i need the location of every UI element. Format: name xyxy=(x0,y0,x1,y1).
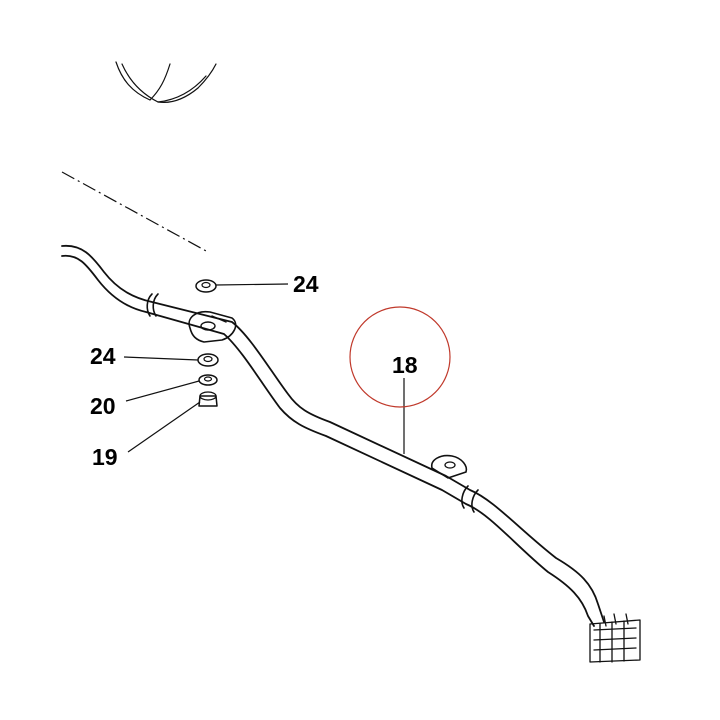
callout-24-left: 24 xyxy=(90,343,116,369)
leader-lines xyxy=(123,283,405,454)
washer-24-top xyxy=(195,279,217,293)
adjacent-part-outline xyxy=(115,61,217,103)
harness-connector xyxy=(589,613,641,663)
callout-24-top: 24 xyxy=(293,271,319,297)
callout-20: 20 xyxy=(90,393,116,419)
mounting-bracket xyxy=(188,310,237,343)
callout-19: 19 xyxy=(92,444,118,470)
reference-dash-line xyxy=(61,171,209,253)
harness-pipe xyxy=(61,244,605,627)
callout-18: 18 xyxy=(392,352,418,378)
pipe-clip-tab xyxy=(430,454,468,479)
highlight-circle xyxy=(349,306,451,408)
washer-20 xyxy=(198,374,218,386)
washer-24-lower xyxy=(197,353,219,367)
nut-19 xyxy=(198,391,218,407)
